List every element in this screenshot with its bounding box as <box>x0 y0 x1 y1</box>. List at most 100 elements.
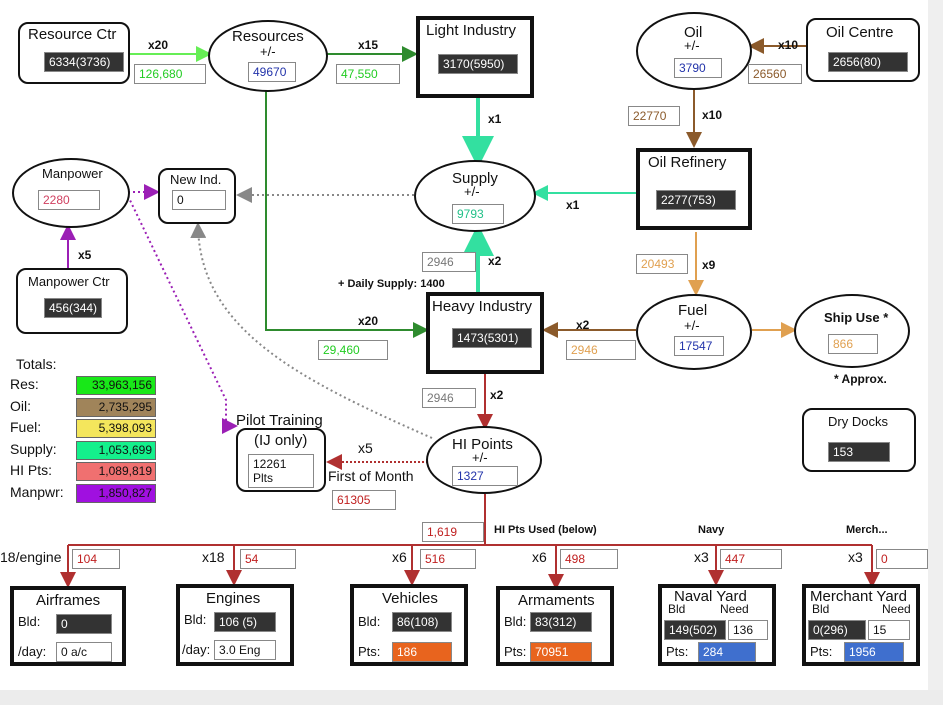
flow-hi-supply-value[interactable]: 2946 <box>422 252 476 272</box>
oil-centre-value[interactable]: 2656(80) <box>828 52 908 72</box>
engines-title: Engines <box>206 590 261 607</box>
armaments-node: Armaments Bld: 83(312) Pts: 70951 <box>496 586 614 666</box>
manpower-ctr-node: Manpower Ctr 456(344) <box>16 268 128 334</box>
heavy-industry-title: Heavy Industry <box>432 298 533 315</box>
airframes-title: Airframes <box>36 592 101 609</box>
hi-points-sub: +/- <box>472 450 488 465</box>
pilot-training-value[interactable]: 12261 Plts <box>248 454 314 488</box>
ship-use-title: Ship Use * <box>824 310 889 325</box>
dry-docks-node: Dry Docks 153 <box>802 408 916 472</box>
dry-docks-value[interactable]: 153 <box>828 442 890 462</box>
flow-oil-ref-value[interactable]: 22770 <box>628 106 680 126</box>
naval-yard-pts-value[interactable]: 284 <box>698 642 756 662</box>
armaments-pts-value[interactable]: 70951 <box>530 642 592 662</box>
light-industry-value[interactable]: 3170(5950) <box>438 54 518 74</box>
resources-node: Resources +/- 49670 <box>208 20 328 92</box>
armaments-mult: x6 <box>532 549 547 565</box>
oil-refinery-value[interactable]: 2277(753) <box>656 190 736 210</box>
armaments-title: Armaments <box>518 592 595 609</box>
naval-yard-need-value[interactable]: 136 <box>728 620 768 640</box>
airframes-bld-value[interactable]: 0 <box>56 614 112 634</box>
airframes-pts[interactable]: 104 <box>72 549 120 569</box>
merchant-mult: x3 <box>848 549 863 565</box>
naval-yard-need-col: Need <box>720 602 749 616</box>
merchant-yard-bld-value[interactable]: 0(296) <box>808 620 866 640</box>
resources-title: Resources <box>232 28 304 45</box>
manpower-ctr-value[interactable]: 456(344) <box>44 298 102 318</box>
naval-yard-bld-value[interactable]: 149(502) <box>664 620 726 640</box>
fuel-value[interactable]: 17547 <box>674 336 724 356</box>
manpower-value[interactable]: 2280 <box>38 190 100 210</box>
merchant-yard-pts-value[interactable]: 1956 <box>844 642 904 662</box>
oil-sub: +/- <box>684 38 700 53</box>
flow-fuel-hi-value[interactable]: 2946 <box>566 340 636 360</box>
flow-pilot-value[interactable]: 61305 <box>332 490 396 510</box>
bottom-margin <box>0 690 943 705</box>
flow-pilot-mult: x5 <box>358 440 373 456</box>
vehicles-pts[interactable]: 516 <box>420 549 476 569</box>
pilot-training-node: (IJ only) 12261 Plts <box>236 428 326 492</box>
vehicles-bld-value[interactable]: 86(108) <box>392 612 452 632</box>
flow-ref-fuel-mult: x9 <box>702 258 716 272</box>
navy-header: Navy <box>698 524 725 536</box>
approx-note: * Approx. <box>834 372 887 386</box>
merchant-pts[interactable]: 0 <box>876 549 928 569</box>
totals-label: HI Pts: <box>10 462 53 478</box>
armaments-pts-label: Pts: <box>504 644 527 659</box>
oil-value[interactable]: 3790 <box>674 58 722 78</box>
flow-res-hi-value[interactable]: 29,460 <box>318 340 388 360</box>
hi-points-value[interactable]: 1327 <box>452 466 518 486</box>
pilot-training-title: Pilot Training <box>236 412 323 429</box>
merch-header: Merch... <box>846 524 888 536</box>
oil-centre-node: Oil Centre 2656(80) <box>806 18 920 82</box>
oil-refinery-title: Oil Refinery <box>648 154 727 171</box>
oil-node: Oil +/- 3790 <box>636 12 752 90</box>
totals-label: Oil: <box>10 397 31 414</box>
oil-refinery-node: Oil Refinery 2277(753) <box>636 148 752 230</box>
airframes-day-value[interactable]: 0 a/c <box>56 642 112 662</box>
vehicles-mult: x6 <box>392 549 407 565</box>
armaments-bld-value[interactable]: 83(312) <box>530 612 592 632</box>
totals-value: 33,963,156 <box>76 376 156 395</box>
new-ind-node: New Ind. 0 <box>158 168 236 224</box>
engines-pts[interactable]: 54 <box>240 549 296 569</box>
resource-ctr-node: Resource Ctr 6334(3736) <box>18 22 130 84</box>
flow-oilctr-value[interactable]: 26560 <box>748 64 802 84</box>
flow-pts-used-label: HI Pts Used (below) <box>494 524 597 536</box>
armaments-pts[interactable]: 498 <box>560 549 618 569</box>
engines-day-value[interactable]: 3.0 Eng <box>214 640 276 660</box>
merchant-yard-need-value[interactable]: 15 <box>868 620 910 640</box>
fuel-node: Fuel +/- 17547 <box>636 294 752 370</box>
airframes-day-label: /day: <box>18 644 47 659</box>
flow-hi-pts-mult: x2 <box>490 388 504 402</box>
light-industry-title: Light Industry <box>426 22 517 39</box>
merchant-yard-pts-label: Pts: <box>810 644 833 659</box>
flow-hi-pts-value[interactable]: 2946 <box>422 388 476 408</box>
resource-ctr-value[interactable]: 6334(3736) <box>44 52 124 72</box>
new-ind-value[interactable]: 0 <box>172 190 226 210</box>
totals-value: 1,053,699 <box>76 440 156 460</box>
airframes-bld-label: Bld: <box>18 614 41 629</box>
supply-value[interactable]: 9793 <box>452 204 504 224</box>
vehicles-pts-value[interactable]: 186 <box>392 642 452 662</box>
airframes-node: Airframes Bld: 0 /day: 0 a/c <box>10 586 126 666</box>
flow-li-supply-mult: x1 <box>488 112 502 126</box>
manpower-node: Manpower 2280 <box>12 158 130 228</box>
flow-ref-fuel-value[interactable]: 20493 <box>636 254 688 274</box>
arrow-hipts-newind <box>190 222 433 439</box>
flow-resctr-value[interactable]: 126,680 <box>134 64 206 84</box>
armaments-bld-label: Bld: <box>504 614 527 629</box>
vehicles-node: Vehicles Bld: 86(108) Pts: 186 <box>350 584 468 666</box>
resources-value[interactable]: 49670 <box>248 62 296 82</box>
flow-pts-used-value[interactable]: 1,619 <box>422 522 484 542</box>
engines-bld-value[interactable]: 106 (5) <box>214 612 276 632</box>
flow-res-li-value[interactable]: 47,550 <box>336 64 400 84</box>
naval-pts[interactable]: 447 <box>720 549 782 569</box>
totals-value: 2,735,295 <box>76 397 156 417</box>
supply-sub: +/- <box>464 184 480 199</box>
merchant-yard-node: Merchant Yard Bld Need 0(296) 15 Pts: 19… <box>802 584 920 666</box>
vehicles-pts-label: Pts: <box>358 644 381 659</box>
ship-use-value[interactable]: 866 <box>828 334 878 354</box>
heavy-industry-value[interactable]: 1473(5301) <box>452 328 532 348</box>
